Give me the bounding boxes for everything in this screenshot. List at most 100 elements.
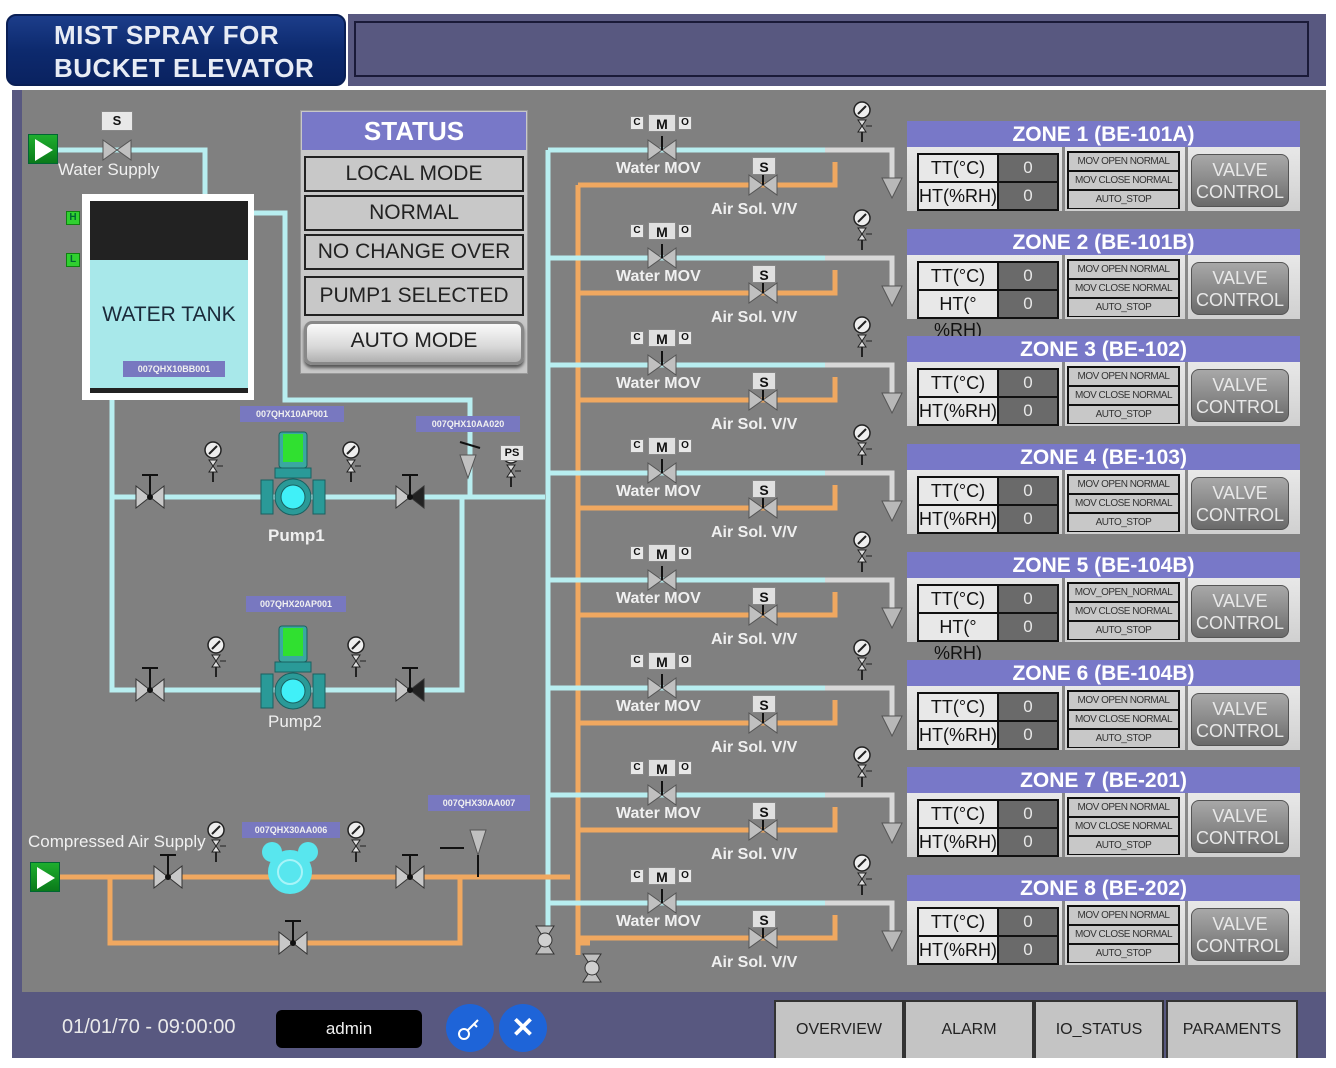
mov-manual-button[interactable]: M — [648, 867, 676, 885]
tab-alarm[interactable]: ALARM — [904, 1000, 1034, 1058]
mov-manual-button[interactable]: M — [648, 437, 676, 455]
pressure-gauge-icon — [853, 316, 873, 358]
tt-label: TT(°C) — [919, 801, 997, 827]
tab-overview[interactable]: OVERVIEW — [774, 1000, 904, 1058]
pump1[interactable] — [262, 430, 324, 522]
valve-control-label: VALVE CONTROL — [1195, 160, 1284, 202]
login-button[interactable] — [446, 1004, 494, 1052]
app-title-line2: BUCKET ELEVATOR — [54, 53, 315, 83]
valve-control-button[interactable]: VALVE CONTROL — [1191, 154, 1289, 207]
water-mov-label: Water MOV — [616, 913, 701, 930]
air-solenoid-label[interactable]: S — [752, 480, 776, 498]
mov-close-status: MOV CLOSE NORMAL — [1069, 711, 1178, 728]
zone-title: ZONE 3 (BE-102) — [907, 336, 1300, 362]
status-pump-selected: PUMP1 SELECTED — [304, 276, 524, 316]
valve-control-button[interactable]: VALVE CONTROL — [1191, 908, 1289, 961]
valve-control-button[interactable]: VALVE CONTROL — [1191, 693, 1289, 746]
zone-title: ZONE 8 (BE-202) — [907, 875, 1300, 901]
zone-panel: ZONE 5 (BE-104B) TT(°C) 0 HT(°%RH) 0 MOV… — [907, 552, 1300, 663]
mov-manual-button[interactable]: M — [648, 114, 676, 132]
mov-manual-button[interactable]: M — [648, 544, 676, 562]
air-supply-start-icon[interactable] — [30, 862, 60, 892]
pressure-switch-label: PS — [500, 445, 524, 461]
zone-sensor-table: TT(°C) 0 HT(%RH) 0 — [917, 799, 1059, 857]
mov-close-button[interactable]: C — [630, 869, 644, 883]
air-branch-pipe — [578, 700, 838, 726]
zone-divider — [1185, 470, 1188, 534]
logout-button[interactable]: ✕ — [499, 1004, 547, 1052]
water-mov-label: Water MOV — [616, 268, 701, 285]
mov-close-button[interactable]: C — [630, 654, 644, 668]
mov-close-button[interactable]: C — [630, 439, 644, 453]
valve-control-button[interactable]: VALVE CONTROL — [1191, 369, 1289, 422]
pressure-gauge-icon — [853, 746, 873, 788]
mov-close-button[interactable]: C — [630, 546, 644, 560]
pump2-tag: 007QHX20AP001 — [246, 596, 346, 612]
ht-value: 0 — [999, 291, 1057, 317]
auto-mode-button[interactable]: AUTO MODE — [304, 321, 524, 365]
mov-open-button[interactable]: O — [678, 116, 692, 130]
mov-close-button[interactable]: C — [630, 761, 644, 775]
mov-close-button[interactable]: C — [630, 331, 644, 345]
zone-body: TT(°C) 0 HT(%RH) 0 MOV OPEN NORMAL MOV C… — [907, 362, 1300, 426]
mov-manual-button[interactable]: M — [648, 652, 676, 670]
mov-open-button[interactable]: O — [678, 439, 692, 453]
air-solenoid-label[interactable]: S — [752, 910, 776, 928]
air-solenoid-label[interactable]: S — [752, 802, 776, 820]
auto-stop-status: AUTO_STOP — [1069, 406, 1178, 423]
spray-pipe — [825, 792, 895, 823]
mov-open-button[interactable]: O — [678, 654, 692, 668]
mov-open-button[interactable]: O — [678, 869, 692, 883]
mov-manual-button[interactable]: M — [648, 759, 676, 777]
auto-stop-status: AUTO_STOP — [1069, 299, 1178, 316]
current-user[interactable]: admin — [276, 1010, 422, 1048]
zone-title: ZONE 2 (BE-101B) — [907, 229, 1300, 255]
valve-control-button[interactable]: VALVE CONTROL — [1191, 477, 1289, 530]
tt-value: 0 — [999, 909, 1057, 935]
mov-manual-button[interactable]: M — [648, 329, 676, 347]
key-icon — [458, 1019, 479, 1040]
valve-control-button[interactable]: VALVE CONTROL — [1191, 262, 1289, 315]
zone-divider — [1062, 255, 1065, 319]
tank-tag: 007QHX10BB001 — [123, 361, 225, 377]
mov-open-status: MOV OPEN NORMAL — [1069, 799, 1178, 816]
zone-sensor-table: TT(°C) 0 HT(%RH) 0 — [917, 153, 1059, 211]
mov-open-status: MOV_OPEN_NORMAL — [1069, 584, 1178, 601]
tt-value: 0 — [999, 694, 1057, 720]
mov-open-button[interactable]: O — [678, 331, 692, 345]
pump1-tag: 007QHX10AP001 — [240, 406, 344, 422]
pump2[interactable] — [262, 624, 324, 716]
spray-nozzle-icon — [881, 500, 903, 523]
valve-control-label: VALVE CONTROL — [1195, 699, 1284, 741]
tank-label: WATER TANK — [102, 303, 236, 326]
air-solenoid-label[interactable]: S — [752, 265, 776, 283]
spray-pipe — [825, 470, 895, 501]
mov-manual-button[interactable]: M — [648, 222, 676, 240]
water-supply-start-icon[interactable] — [28, 134, 58, 164]
spray-pipe — [825, 255, 895, 286]
spray-pipe — [825, 577, 895, 608]
tank-level-low-indicator: L — [66, 253, 80, 267]
mov-open-button[interactable]: O — [678, 224, 692, 238]
air-solenoid-label[interactable]: S — [752, 157, 776, 175]
mov-open-button[interactable]: O — [678, 761, 692, 775]
air-solenoid-label[interactable]: S — [752, 372, 776, 390]
mov-close-button[interactable]: C — [630, 116, 644, 130]
tt-label: TT(°C) — [919, 370, 997, 396]
air-solenoid-label[interactable]: S — [752, 695, 776, 713]
pressure-gauge-icon — [853, 209, 873, 251]
auto-stop-status: AUTO_STOP — [1069, 837, 1178, 854]
air-sol-valve-label: Air Sol. V/V — [711, 631, 798, 648]
valve-control-button[interactable]: VALVE CONTROL — [1191, 800, 1289, 853]
pump2-label: Pump2 — [268, 712, 322, 731]
tab-io-status[interactable]: IO_STATUS — [1034, 1000, 1164, 1058]
air-solenoid-label[interactable]: S — [752, 587, 776, 605]
mov-open-button[interactable]: O — [678, 546, 692, 560]
mov-close-button[interactable]: C — [630, 224, 644, 238]
zone-body: TT(°C) 0 HT(%RH) 0 MOV OPEN NORMAL MOV C… — [907, 686, 1300, 750]
valve-control-button[interactable]: VALVE CONTROL — [1191, 585, 1289, 638]
pressure-gauge-icon — [853, 854, 873, 896]
zone-divider — [1185, 901, 1188, 965]
tab-paraments[interactable]: PARAMENTS — [1166, 1000, 1298, 1058]
supply-solenoid-label[interactable]: S — [101, 111, 133, 131]
